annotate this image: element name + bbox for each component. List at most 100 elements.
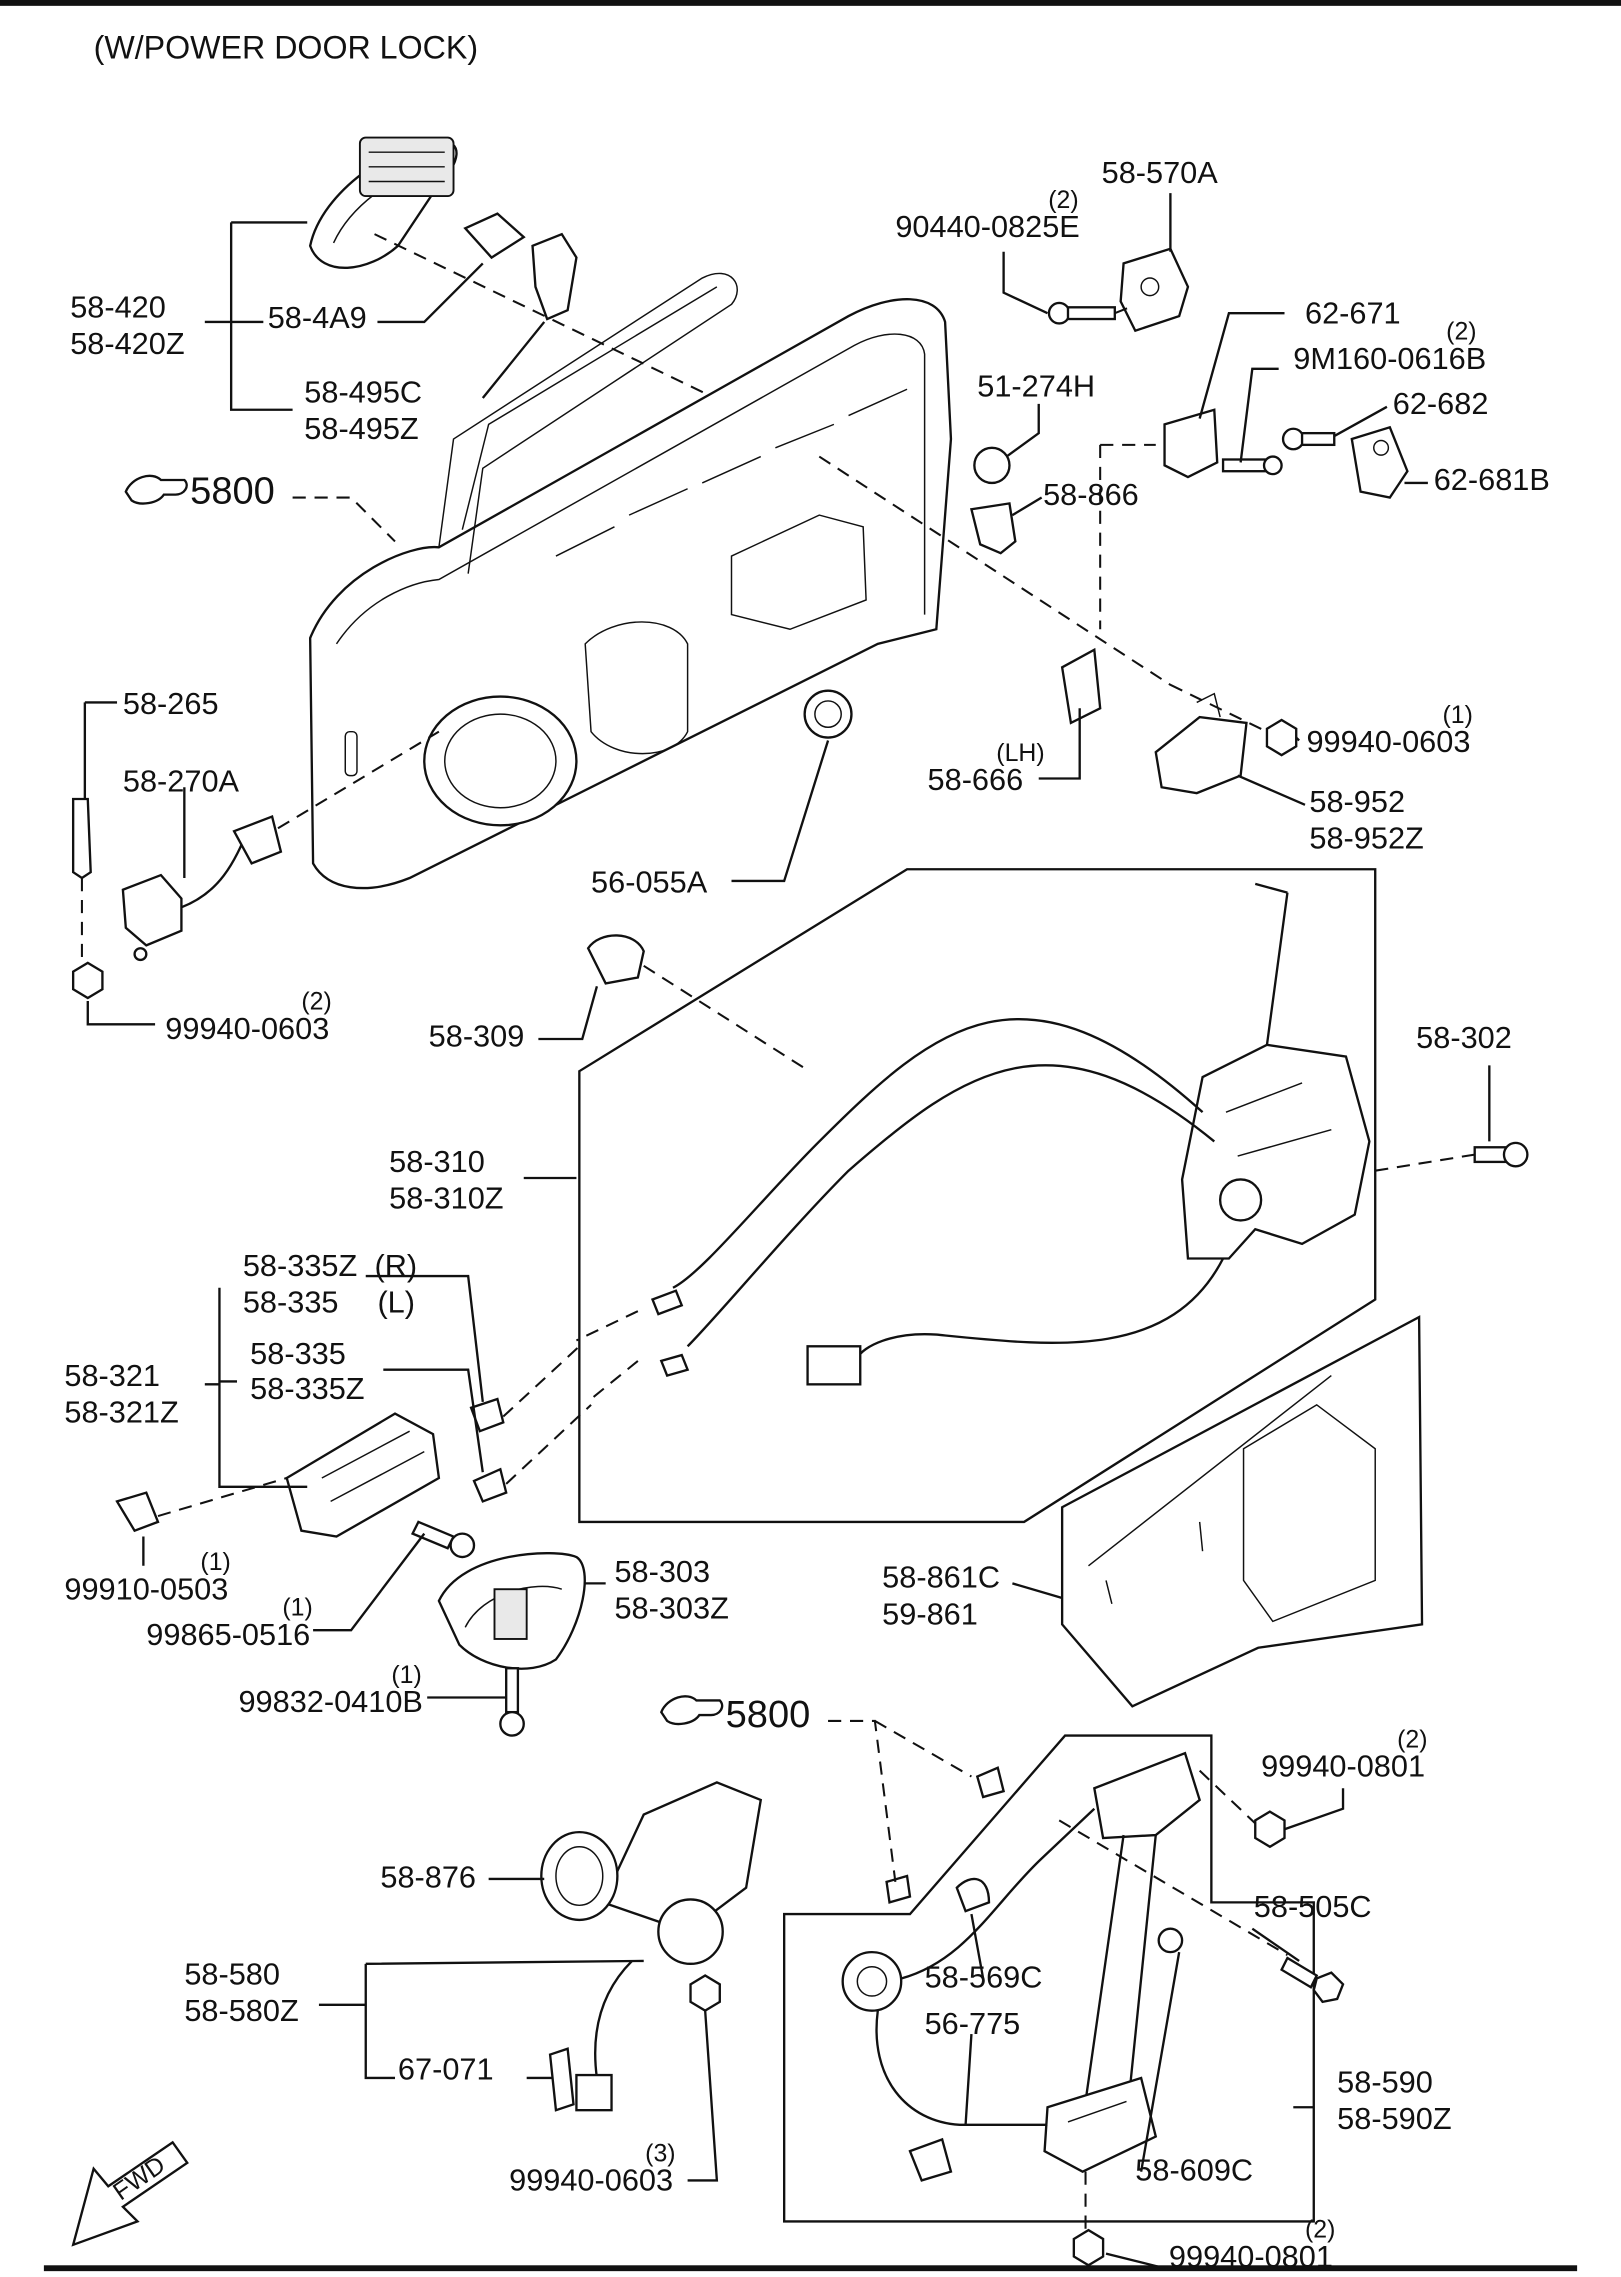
clip-99910-0503-part	[115, 1491, 160, 1533]
ref-5800-upper: 5800	[124, 470, 396, 543]
label-58-265: 58-265	[123, 686, 219, 721]
label-59-861: 59-861	[882, 1596, 978, 1631]
label-58-420: 58-420	[70, 290, 166, 325]
outside-handle-part	[308, 136, 458, 269]
label-90440-0825e-qty: (2)	[1048, 186, 1078, 214]
label-99865-0516-qty: (1)	[282, 1594, 312, 1622]
label-99940-0603-c: 99940-0603	[509, 2163, 673, 2198]
label-51-274h: 51-274H	[977, 369, 1095, 404]
screw-58-302-part	[1473, 1141, 1529, 1168]
grommet-51-274h-part	[973, 446, 1011, 485]
nut-99940-0801-a-part	[1254, 1810, 1286, 1849]
rod-clip-58-335-part	[472, 1467, 508, 1503]
label-58-310: 58-310	[389, 1144, 485, 1179]
nut-99940-0603-a-part	[1265, 718, 1298, 757]
label-99940-0801-a: 99940-0801	[1261, 1749, 1425, 1784]
inner-handle-base-58-321-part	[285, 1412, 441, 1538]
label-58-609c: 58-609C	[1135, 2152, 1253, 2187]
label-58-590z: 58-590Z	[1337, 2101, 1451, 2136]
label-58-590: 58-590	[1337, 2065, 1433, 2100]
label-58-580: 58-580	[184, 1956, 280, 1991]
regulator-58-590-part	[841, 1751, 1202, 2182]
label-58-952: 58-952	[1309, 784, 1405, 819]
label-99910-0503: 99910-0503	[64, 1571, 228, 1606]
label-58-270a: 58-270A	[123, 764, 240, 799]
part-labels: 58-42058-420Z58-4A958-495C58-495Z58-570A…	[64, 155, 1549, 2274]
label-58-335-l-side: (L)	[377, 1285, 415, 1320]
label-90440-0825e: 90440-0825E	[895, 209, 1079, 244]
insulator-58-861c-part	[1060, 1315, 1424, 1708]
label-99832-0410b: 99832-0410B	[238, 1684, 422, 1719]
bolt-9m160-part	[1221, 455, 1283, 476]
clip-67-071-part	[548, 2047, 575, 2112]
door-shell-part	[308, 272, 953, 890]
label-58-310z: 58-310Z	[389, 1181, 503, 1216]
top-rule	[0, 0, 1621, 6]
bolt-90440-0825e-part	[1047, 301, 1116, 325]
label-99940-0603-a: 99940-0603	[1306, 724, 1470, 759]
label-58-309: 58-309	[429, 1018, 525, 1053]
clip-rear-part	[885, 1874, 912, 1904]
plug-56-055a-part	[803, 689, 853, 739]
lock-actuator-58-310-part	[650, 882, 1371, 1386]
label-58-4a9: 58-4A9	[268, 300, 367, 335]
label-99832-0410b-qty: (1)	[391, 1661, 421, 1689]
label-58-335z-r-side: (R)	[375, 1248, 418, 1283]
bolt-58-505c-part	[1280, 1956, 1345, 2004]
bezel-58-303-part	[437, 1552, 586, 1670]
label-62-671: 62-671	[1305, 295, 1401, 330]
ref-5800-lower-label: 5800	[726, 1694, 811, 1736]
label-58-321z: 58-321Z	[64, 1394, 178, 1429]
stud-58-265-part	[71, 797, 92, 880]
label-58-302: 58-302	[1416, 1020, 1512, 1055]
label-99940-0801-a-qty: (2)	[1397, 1725, 1427, 1753]
plate-58-666-part	[1060, 647, 1102, 725]
clip-58-309-part	[586, 934, 645, 985]
clip-58-866-part	[969, 502, 1017, 555]
label-58-876: 58-876	[380, 1860, 476, 1895]
regulator-box	[782, 1734, 1315, 2223]
label-9m160-0616b: 9M160-0616B	[1293, 341, 1486, 376]
label-58-495z: 58-495Z	[304, 411, 418, 446]
label-58-420z: 58-420Z	[70, 326, 184, 361]
label-58-303: 58-303	[614, 1554, 710, 1589]
label-58-570a: 58-570A	[1102, 155, 1219, 190]
handle-insert-part	[463, 212, 526, 260]
ref-5800-upper-label: 5800	[190, 470, 275, 512]
pointing-hand-icon	[659, 1695, 724, 1726]
ref-5800-lower: 5800	[659, 1694, 972, 1883]
bracket-62-671-part	[1163, 408, 1219, 479]
label-99910-0503-qty: (1)	[200, 1548, 230, 1576]
label-99940-0603-b: 99940-0603	[165, 1011, 329, 1046]
label-58-321: 58-321	[64, 1358, 160, 1393]
label-56-775: 56-775	[925, 2006, 1021, 2041]
label-56-055a: 56-055A	[591, 865, 708, 900]
nut-99940-0603-b-part	[71, 961, 104, 1000]
motor-58-580-part	[540, 1781, 763, 2112]
handle-clip-part	[531, 232, 578, 321]
plate-62-681b-part	[1350, 425, 1409, 499]
label-67-071: 67-071	[398, 2051, 494, 2086]
label-9m160-0616b-qty: (2)	[1446, 317, 1476, 345]
label-99940-0603-a-qty: (1)	[1443, 701, 1473, 729]
clip-58-569c-part	[955, 1877, 991, 1913]
label-58-335-l: 58-335	[243, 1285, 339, 1320]
lock-actuator-box	[578, 868, 1377, 1524]
label-58-335: 58-335	[250, 1336, 346, 1371]
fwd-arrow-icon: FWD	[71, 2140, 189, 2247]
label-99940-0801-b: 99940-0801	[1169, 2239, 1333, 2274]
clip-front-part	[975, 1766, 1006, 1799]
nut-99940-0603-c-part	[689, 1974, 721, 2013]
leader-lines	[83, 193, 1491, 2270]
label-62-681b: 62-681B	[1434, 462, 1550, 497]
harness-58-270a-part	[121, 814, 283, 962]
label-58-666: 58-666	[928, 762, 1024, 797]
label-99940-0603-b-qty: (2)	[301, 988, 331, 1016]
diagram-header: (W/POWER DOOR LOCK)	[94, 30, 478, 66]
label-62-682: 62-682	[1393, 386, 1489, 421]
label-58-335z: 58-335Z	[250, 1371, 364, 1406]
label-58-580z: 58-580Z	[184, 1993, 298, 2028]
label-58-952z: 58-952Z	[1309, 821, 1423, 856]
